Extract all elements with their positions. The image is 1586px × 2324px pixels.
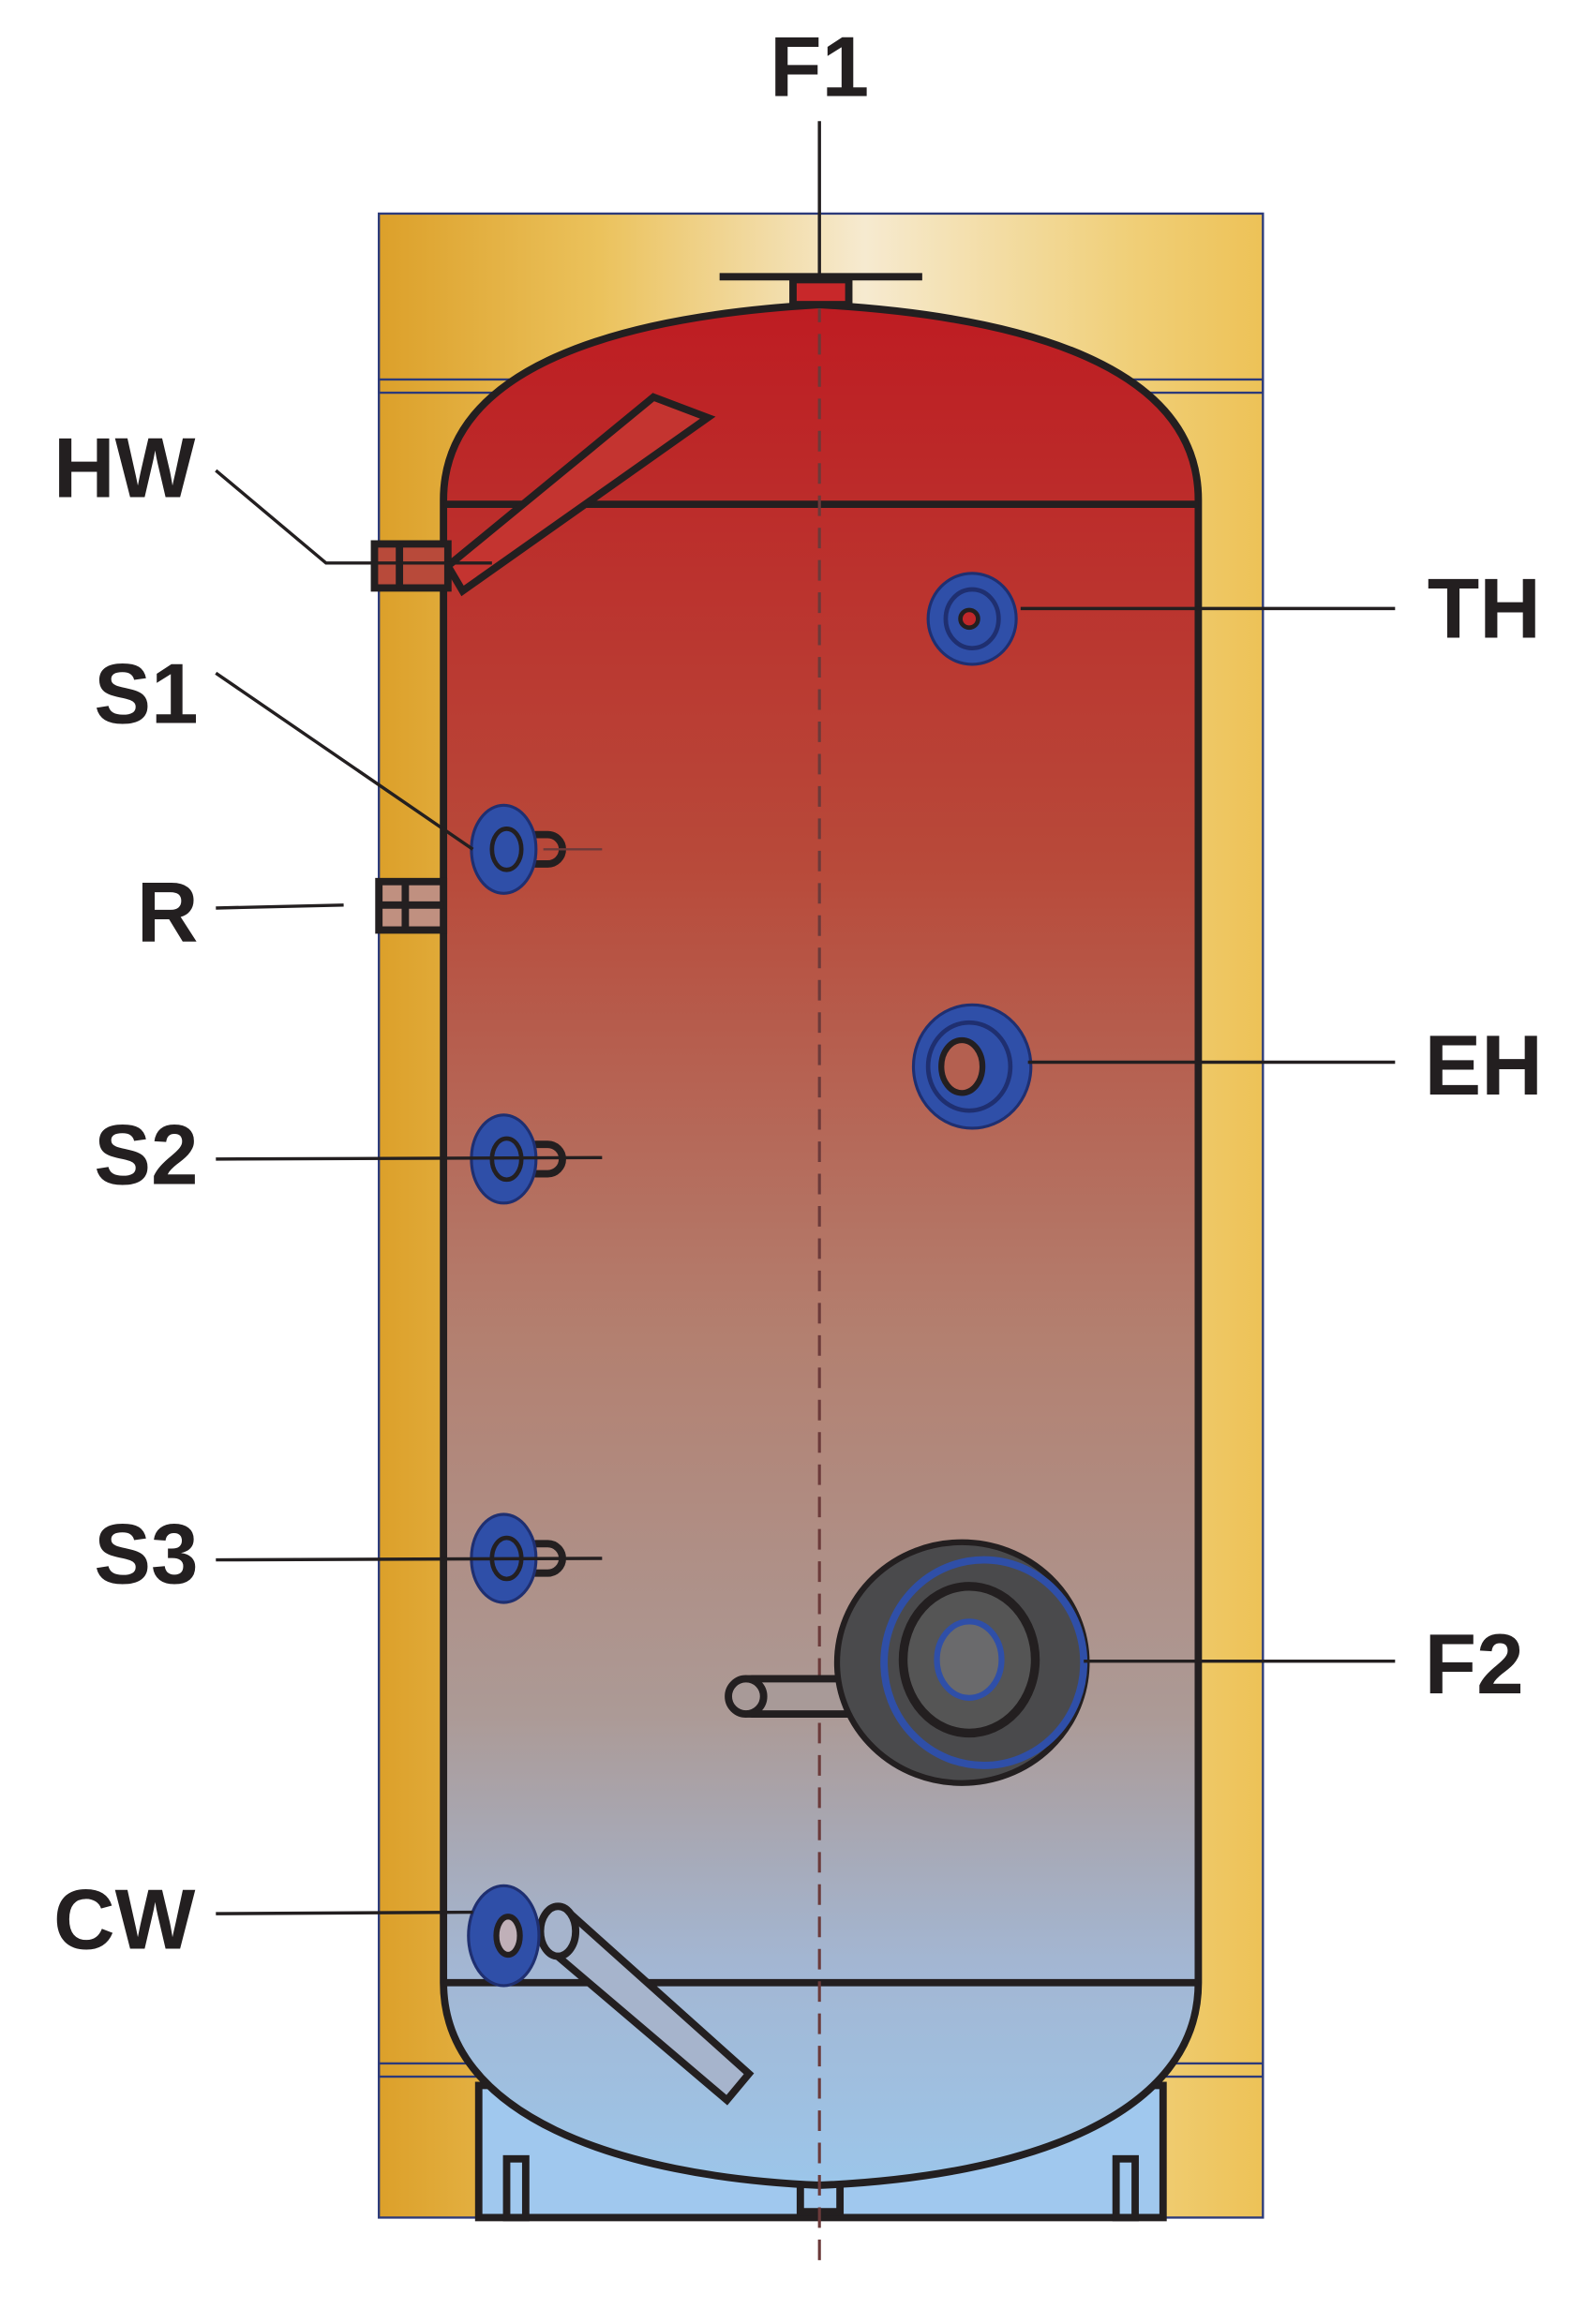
label-s2: S2 — [94, 1109, 198, 1203]
hw-connection: HW — [53, 393, 716, 597]
r-connection: R — [137, 866, 448, 961]
eh-connection: EH — [911, 1003, 1543, 1130]
label-hw: HW — [53, 421, 196, 515]
label-cw: CW — [53, 1873, 196, 1968]
s3-connection: S3 — [94, 1508, 603, 1604]
label-s3: S3 — [94, 1508, 198, 1602]
label-r: R — [137, 866, 199, 961]
label-f1: F1 — [770, 21, 869, 115]
th-connection: TH — [926, 562, 1541, 666]
f1-top-flange: F1 — [719, 21, 922, 308]
s2-connection: S2 — [94, 1109, 603, 1205]
label-f2: F2 — [1425, 1617, 1524, 1712]
label-eh: EH — [1425, 1019, 1543, 1113]
s1-connection: S1 — [94, 648, 603, 895]
f2-inspection-flange: F2 — [725, 1539, 1524, 1786]
label-th: TH — [1428, 562, 1541, 657]
cw-connection: CW — [53, 1873, 755, 2106]
label-s1: S1 — [94, 648, 198, 742]
